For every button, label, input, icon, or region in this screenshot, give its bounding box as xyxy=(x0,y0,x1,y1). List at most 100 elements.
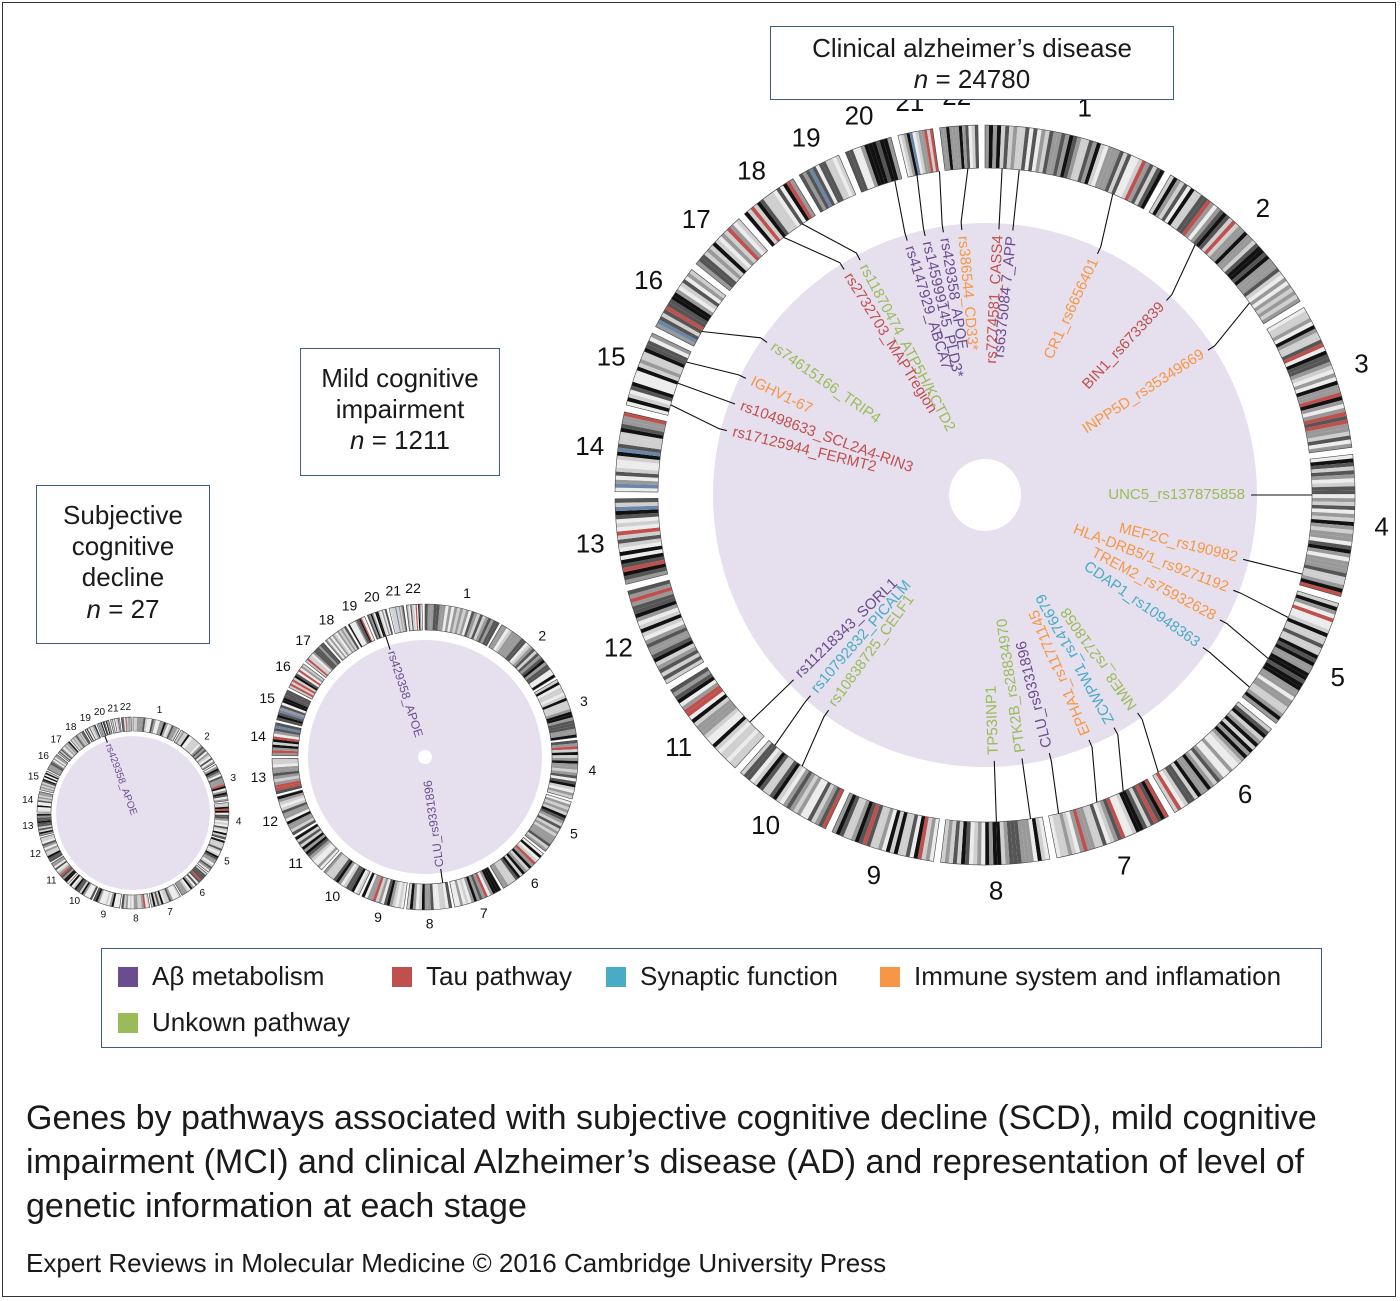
chromosome-outline xyxy=(70,730,91,752)
chromosome-band xyxy=(496,860,514,884)
chromosome-band xyxy=(535,816,560,832)
chromosome-band xyxy=(1137,167,1161,208)
chromosome-band xyxy=(209,840,224,848)
chromosome-band xyxy=(620,549,664,561)
chromosome-band xyxy=(459,878,469,905)
chromosome-band xyxy=(101,721,108,736)
chromosome-band xyxy=(37,823,52,828)
chromosome-band xyxy=(213,792,228,798)
chromosome-label-21: 21 xyxy=(385,583,401,599)
chromosome-band xyxy=(48,765,62,774)
chromosome-band xyxy=(294,823,319,841)
chromosome-band xyxy=(549,725,576,734)
chromosome-band xyxy=(1301,403,1345,418)
chromosome-band xyxy=(482,620,497,645)
chromosome-band xyxy=(544,798,570,811)
chromosome-band xyxy=(782,768,810,808)
chromosome-band xyxy=(540,692,565,706)
chromosome-outline xyxy=(939,124,980,171)
chromosome-band xyxy=(1311,470,1355,477)
chromosome-band xyxy=(102,721,108,736)
chromosome-band xyxy=(62,868,74,880)
chromosome-band xyxy=(1244,691,1281,721)
chromosome-band xyxy=(214,808,229,812)
chromosome-band xyxy=(659,316,699,340)
chromosome-band xyxy=(318,645,338,666)
chromosome-band xyxy=(1278,636,1319,660)
gene-connector xyxy=(1202,647,1250,688)
chromosome-band xyxy=(1028,128,1038,172)
chromosome-band xyxy=(1079,807,1096,850)
chromosome-band xyxy=(1049,132,1062,176)
chromosome-band xyxy=(779,766,807,805)
chromosome-band xyxy=(1070,137,1086,181)
chromosome-band xyxy=(211,785,226,792)
chromosome-band xyxy=(1062,811,1077,855)
chromosome-band xyxy=(278,709,305,720)
chromosome-band xyxy=(1006,821,1014,865)
chromosome-band xyxy=(1017,820,1026,864)
chromosome-band xyxy=(1179,755,1208,793)
chromosome-band xyxy=(1042,130,1054,174)
chromosome-band xyxy=(547,717,574,727)
chromosome-band xyxy=(681,682,720,711)
mci-n-value: = 1211 xyxy=(371,425,451,456)
chromosome-band xyxy=(650,332,692,356)
chromosome-band xyxy=(615,498,659,503)
chromosome-band xyxy=(909,815,922,859)
chromosome-band xyxy=(615,501,659,507)
chromosome-band xyxy=(551,767,578,773)
gene-connector xyxy=(749,679,795,723)
chromosome-band xyxy=(140,717,144,732)
chromosome-band xyxy=(429,883,434,910)
chromosome-outline xyxy=(271,722,302,757)
chromosome-band xyxy=(675,288,714,316)
chromosome-band xyxy=(835,155,856,196)
chromosome-band xyxy=(39,829,54,835)
chromosome-band xyxy=(747,208,778,245)
chromosome-band xyxy=(1048,815,1061,858)
chromosome-band xyxy=(879,139,896,182)
chromosome-band xyxy=(642,351,684,372)
chromosome-band xyxy=(769,760,798,798)
legend-label-unknown: Unkown pathway xyxy=(152,1007,350,1037)
chromosome-band xyxy=(510,644,531,666)
gene-connector xyxy=(701,330,768,343)
chromosome-band xyxy=(867,142,885,185)
chromosome-band xyxy=(1219,237,1254,270)
chromosome-band xyxy=(615,475,659,482)
chromosome-band xyxy=(109,892,115,907)
chromosome-band xyxy=(1167,764,1195,802)
chromosome-band xyxy=(311,841,333,862)
chromosome-band xyxy=(627,580,671,596)
chromosome-band xyxy=(799,173,824,213)
chromosome-band xyxy=(776,187,804,226)
chromosome-band xyxy=(551,746,578,751)
chromosome-band xyxy=(521,657,544,677)
chromosome-band xyxy=(691,693,728,724)
chromosome-band xyxy=(442,882,449,909)
chromosome-band xyxy=(201,760,215,771)
mci-sample-size: n = 1211 xyxy=(301,425,499,456)
chromosome-band xyxy=(1214,231,1248,265)
chromosome-band xyxy=(103,890,110,905)
chromosome-band xyxy=(1055,813,1069,857)
chromosome-band xyxy=(452,880,461,907)
chromosome-band xyxy=(1219,720,1253,754)
chromosome-band xyxy=(37,801,52,805)
chromosome-band xyxy=(669,298,708,325)
chromosome-band xyxy=(912,131,924,175)
chromosome-band xyxy=(1284,346,1326,368)
chromosome-band xyxy=(211,783,226,790)
chromosome-band xyxy=(1310,526,1354,535)
chromosome-band xyxy=(272,770,300,777)
chromosome-outline xyxy=(614,411,667,493)
chromosome-band xyxy=(101,890,108,905)
chromosome-band xyxy=(1182,753,1212,791)
chromosome-band xyxy=(620,427,664,439)
chromosome-band xyxy=(51,760,65,770)
chromosome-band xyxy=(655,323,696,347)
chromosome-band xyxy=(744,211,776,247)
chromosome-band xyxy=(1274,643,1315,667)
chromosome-band xyxy=(164,724,172,739)
